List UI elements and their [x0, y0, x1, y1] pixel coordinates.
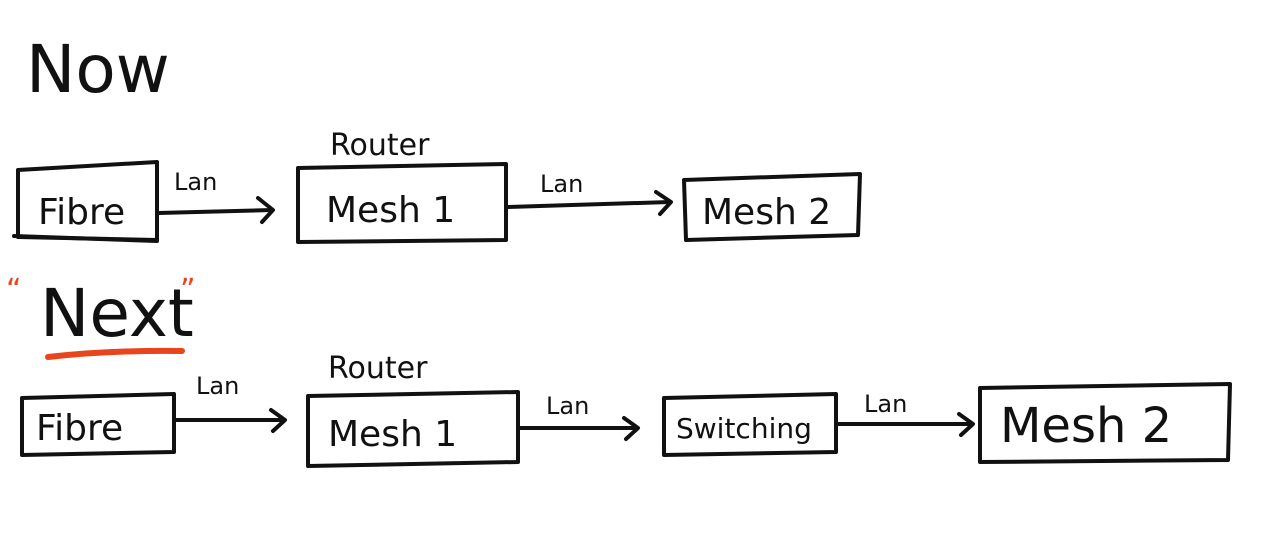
node-label: Mesh 1 [328, 414, 457, 455]
link-label: Lan [540, 170, 583, 198]
node-mesh1-now: Mesh 1 [296, 162, 508, 244]
router-label-next: Router [328, 351, 428, 386]
link-now-1: Lan [156, 168, 275, 224]
node-switching-next: Switching [662, 392, 838, 457]
link-label: Lan [864, 390, 907, 418]
node-mesh2-now: Mesh 2 [682, 172, 862, 242]
link-now-2: Lan [506, 170, 673, 216]
router-label-now: Router [330, 128, 430, 163]
link-next-2: Lan [518, 392, 640, 441]
close-quote: ” [180, 273, 196, 308]
link-next-3: Lan [836, 390, 975, 437]
section-title-now: Now [26, 31, 170, 108]
node-label: Fibre [38, 192, 125, 233]
node-label: Mesh 2 [1000, 398, 1172, 454]
link-next-1: Lan [174, 372, 287, 433]
link-label: Lan [174, 168, 217, 196]
node-mesh2-next: Mesh 2 [978, 382, 1232, 464]
node-fibre-now: Fibre [12, 160, 159, 243]
node-fibre-next: Fibre [20, 392, 176, 457]
link-label: Lan [196, 372, 239, 400]
node-label: Switching [676, 412, 812, 445]
node-label: Fibre [36, 408, 123, 449]
section-title-next: Next [40, 275, 194, 352]
open-quote: “ [6, 273, 22, 308]
link-label: Lan [546, 392, 589, 420]
node-label: Mesh 1 [326, 190, 455, 231]
node-label: Mesh 2 [702, 192, 831, 233]
node-mesh1-next: Mesh 1 [306, 390, 520, 468]
title-underline [45, 347, 185, 360]
